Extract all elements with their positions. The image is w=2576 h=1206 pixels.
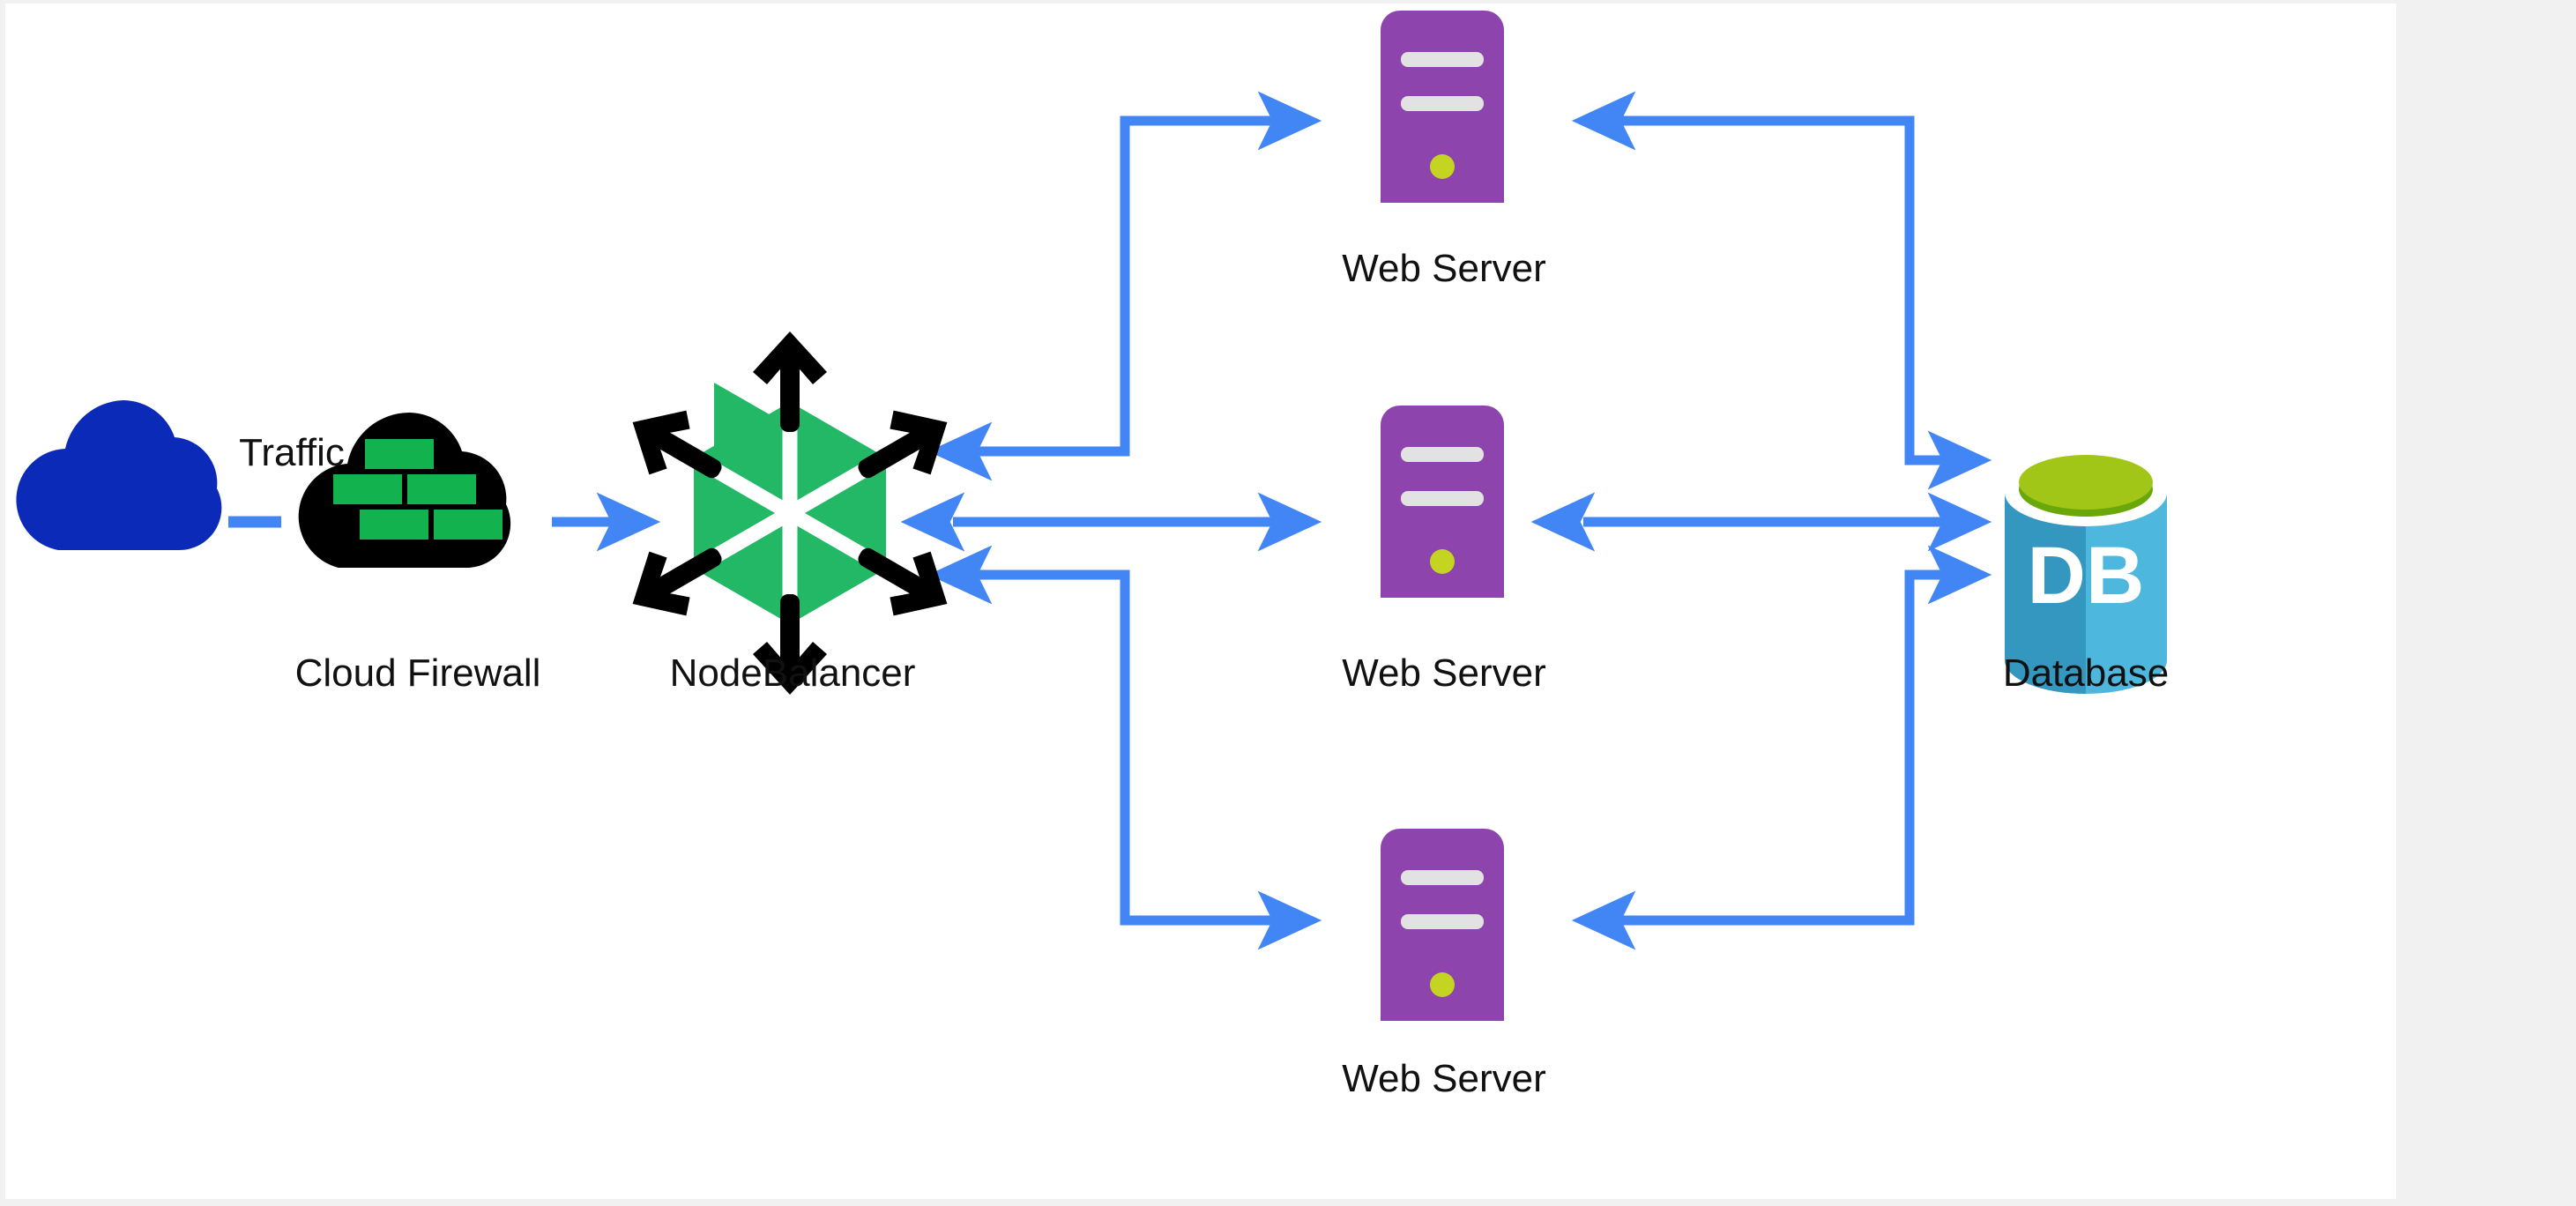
web-server-top-label: Web Server xyxy=(1342,247,1546,290)
web-server-middle-label: Web Server xyxy=(1342,651,1546,695)
nodebalancer-label: NodeBalancer xyxy=(670,651,916,695)
connector-top-server-to-nodebalancer xyxy=(927,121,1130,481)
server-tower-icon-bottom xyxy=(1381,829,1504,1021)
web-server-bottom-label: Web Server xyxy=(1342,1057,1546,1100)
connector-bottom-server-to-database xyxy=(1760,545,1992,926)
connector-database-to-bottom-server xyxy=(1571,575,1915,950)
diagram-canvas: DB Traffic Cloud Firewall NodeBalancer W… xyxy=(5,4,2396,1199)
architecture-diagram: DB Traffic Cloud Firewall NodeBalancer W… xyxy=(16,11,2169,1100)
cloud-firewall-label: Cloud Firewall xyxy=(295,651,541,695)
server-tower-icon-middle xyxy=(1381,406,1504,598)
database-badge-text: DB xyxy=(2028,531,2145,621)
nodebalancer-hexagon-icon xyxy=(632,331,948,695)
connector-bottom-server-to-nodebalancer xyxy=(927,545,1130,920)
cloud-firewall-icon xyxy=(298,413,511,569)
traffic-label: Traffic xyxy=(239,431,345,474)
traffic-cloud-icon xyxy=(16,400,222,551)
firewall-bricks xyxy=(333,439,503,540)
server-tower-icon-top xyxy=(1381,11,1504,203)
connector-nodebalancer-to-top-server xyxy=(1120,91,1322,451)
database-cylinder-icon: DB xyxy=(2005,455,2167,694)
connector-top-server-to-database xyxy=(1760,115,1992,490)
connector-database-to-top-server xyxy=(1571,91,1915,460)
connector-nodebalancer-to-bottom-server xyxy=(1120,575,1322,950)
nodebalancer-outward-arrows xyxy=(632,331,948,695)
database-label: Database xyxy=(2003,651,2169,695)
connectors-group xyxy=(228,91,1992,950)
